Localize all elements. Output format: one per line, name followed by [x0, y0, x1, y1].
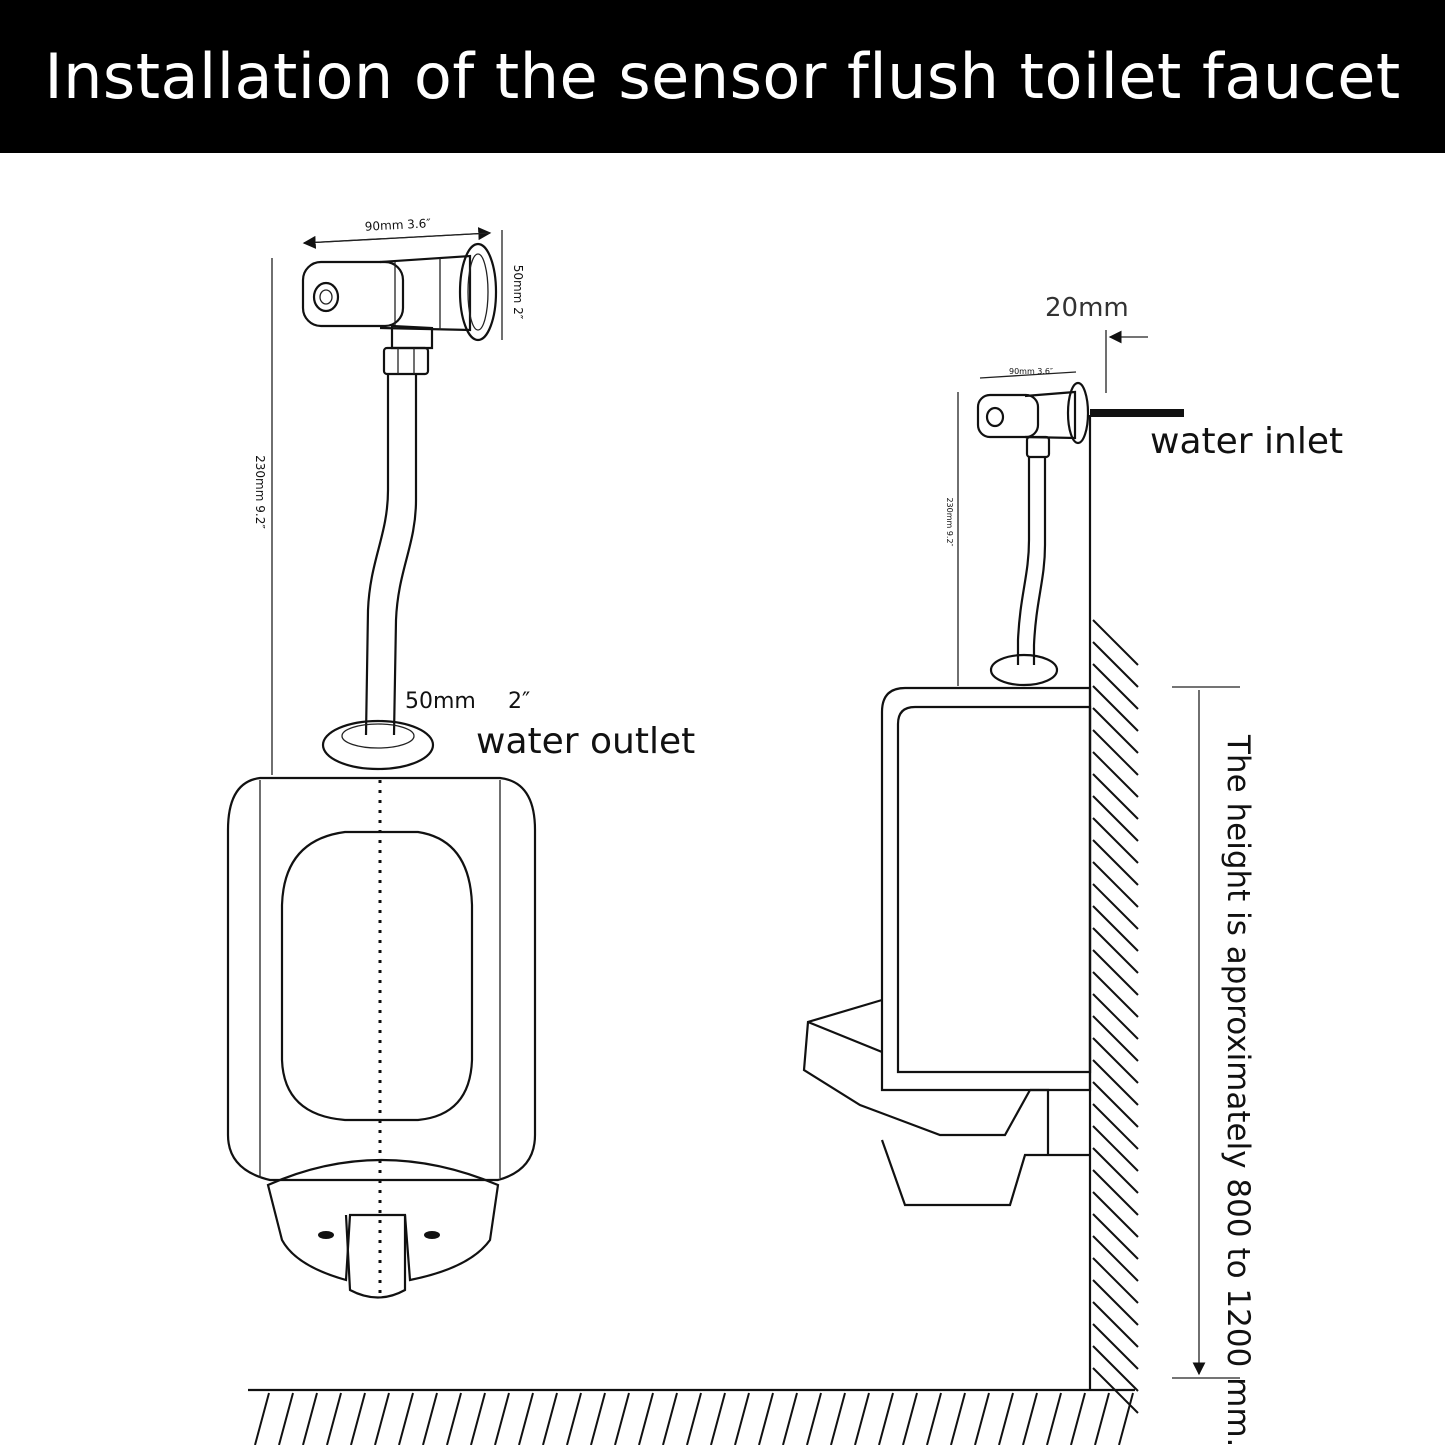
height-dimension	[1172, 686, 1240, 1379]
wall-gap-label: 20mm	[1045, 293, 1129, 323]
wall-hatch-line	[1092, 993, 1139, 1040]
wall-hatch-line	[1092, 641, 1139, 688]
wall-hatch-line	[1092, 1235, 1139, 1282]
floor-hatch-line	[998, 1392, 1014, 1445]
side-width-label: 90mm 3.6″	[1009, 367, 1053, 376]
floor-hatch-line	[470, 1392, 486, 1445]
wall-hatch-line	[1092, 839, 1139, 886]
floor-hatch-line	[254, 1392, 270, 1445]
floor-hatch-line	[926, 1392, 942, 1445]
wall-hatch-line	[1092, 1037, 1139, 1084]
side-dimension-lines	[957, 371, 1077, 686]
wall-hatch-line	[1092, 729, 1139, 776]
floor-hatch-line	[662, 1392, 678, 1445]
wall-hatch-line	[1092, 795, 1139, 842]
wall-hatch-line	[1092, 1257, 1139, 1304]
front-dimension-lines	[271, 227, 503, 775]
floor-hatch-line	[1094, 1392, 1110, 1445]
wall-hatch-line	[1092, 817, 1139, 864]
floor-hatch-line	[902, 1392, 918, 1445]
floor-hatch-line	[1046, 1392, 1062, 1445]
floor-hatch-line	[494, 1392, 510, 1445]
floor-hatch-line	[374, 1392, 390, 1445]
wall-hatch-line	[1092, 1213, 1139, 1260]
floor-hatch-line	[878, 1392, 894, 1445]
floor-hatch-line	[542, 1392, 558, 1445]
wall-hatch-line	[1092, 663, 1139, 710]
wall-hatch-line	[1092, 1367, 1139, 1414]
floor-hatch-line	[278, 1392, 294, 1445]
wall-hatch-line	[1092, 1147, 1139, 1194]
wall-hatch-line	[1092, 1081, 1139, 1128]
floor-hatch-line	[806, 1392, 822, 1445]
front-faucet	[301, 242, 498, 376]
floor-hatch-line	[350, 1392, 366, 1445]
floor-hatch-line	[974, 1392, 990, 1445]
floor-hatch-line	[854, 1392, 870, 1445]
title-bar: Installation of the sensor flush toilet …	[0, 0, 1445, 153]
floor-hatch-line	[566, 1392, 582, 1445]
wall-hatch-line	[1092, 949, 1139, 996]
height-note-label: The height is approximately 800 to 1200 …	[1220, 734, 1256, 1445]
wall-hatch-line	[1092, 1015, 1139, 1062]
front-pipe	[364, 374, 418, 736]
side-urinal	[802, 686, 1092, 1207]
wall-hatch-line	[1092, 685, 1139, 732]
front-outlet-flange	[321, 719, 435, 771]
wall-hatch-line	[1092, 1103, 1139, 1150]
floor-hatch-line	[590, 1392, 606, 1445]
wall-hatch-line	[1092, 861, 1139, 908]
side-length-label: 230mm 9.2″	[945, 497, 954, 546]
floor-hatch-line	[398, 1392, 414, 1445]
floor-hatch-line	[638, 1392, 654, 1445]
wall-hatch-line	[1092, 707, 1139, 754]
floor-hatch-line	[518, 1392, 534, 1445]
floor-hatch-line	[326, 1392, 342, 1445]
floor-hatch-line	[302, 1392, 318, 1445]
floor-hatch-line	[422, 1392, 438, 1445]
wall-hatch-line	[1092, 1191, 1139, 1238]
floor-hatch-line	[1022, 1392, 1038, 1445]
floor-hatch-line	[446, 1392, 462, 1445]
wall-hatch-line	[1092, 773, 1139, 820]
floor-hatch-line	[758, 1392, 774, 1445]
wall-hatch-line	[1092, 619, 1139, 666]
wall-hatch-line	[1092, 1125, 1139, 1172]
floor-hatch-line	[1070, 1392, 1086, 1445]
wall-hatch-line	[1092, 1345, 1139, 1392]
floor-hatch-line	[734, 1392, 750, 1445]
wall-hatch-line	[1092, 1323, 1139, 1370]
floor-hatch-line	[950, 1392, 966, 1445]
water-inlet-label: water inlet	[1150, 421, 1343, 462]
water-inlet-pipe	[1090, 409, 1184, 417]
front-urinal	[226, 776, 537, 1300]
wall-hatch-line	[1092, 927, 1139, 974]
side-faucet	[976, 381, 1090, 687]
outlet-size-label: 50mm	[405, 689, 476, 714]
wall-hatch-line	[1092, 883, 1139, 930]
page-title: Installation of the sensor flush toilet …	[44, 40, 1401, 113]
wall-hatch-line	[1092, 971, 1139, 1018]
floor-hatch-line	[710, 1392, 726, 1445]
wall-hatch-line	[1092, 1169, 1139, 1216]
floor-hatch-line	[830, 1392, 846, 1445]
floor-hatch-line	[782, 1392, 798, 1445]
floor-hatch-line	[614, 1392, 630, 1445]
wall-hatch-line	[1092, 1301, 1139, 1348]
outlet-size-in-label: 2″	[508, 689, 530, 714]
wall-hatch-line	[1092, 751, 1139, 798]
wall-hatch-line	[1092, 1279, 1139, 1326]
floor	[248, 1388, 1135, 1445]
front-length-label: 230mm 9.2″	[253, 455, 267, 529]
front-height-label: 50mm 2″	[511, 265, 525, 320]
floor-hatch-line	[1118, 1392, 1134, 1445]
wall-hatch-line	[1092, 1059, 1139, 1106]
water-outlet-label: water outlet	[476, 721, 695, 762]
floor-hatch-line	[686, 1392, 702, 1445]
front-width-label: 90mm 3.6″	[364, 216, 431, 233]
wall-hatch-line	[1092, 905, 1139, 952]
side-wall	[1088, 330, 1148, 1414]
